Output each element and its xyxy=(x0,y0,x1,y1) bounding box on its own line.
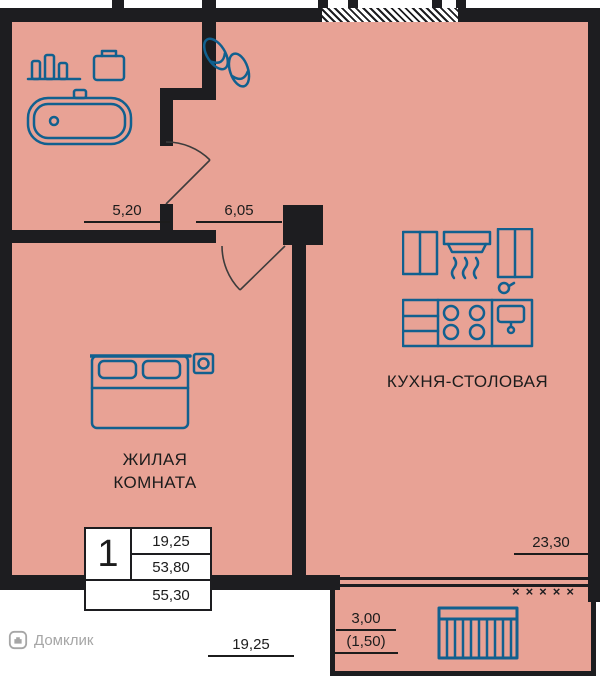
slippers-icon xyxy=(196,28,260,105)
living-room-label: ЖИЛАЯ КОМНАТА xyxy=(75,448,235,494)
bed-icon xyxy=(88,348,215,441)
hallway-area-label: 6,05 xyxy=(196,202,282,223)
wall-segment xyxy=(174,230,216,243)
area-without-balcony-value: 53,80 xyxy=(132,555,210,581)
balcony-window-line xyxy=(340,584,588,587)
wall-segment xyxy=(0,8,12,588)
wall-segment xyxy=(160,96,173,146)
balcony-wall xyxy=(591,600,596,676)
wall-stub xyxy=(202,0,216,8)
wall-stub xyxy=(112,0,124,8)
balcony-window-line xyxy=(340,577,588,580)
bathtub-icon xyxy=(22,46,137,156)
total-area-value: 55,30 xyxy=(152,586,190,604)
balcony-railing-icon xyxy=(437,604,519,667)
wall-stub xyxy=(348,0,358,8)
wall-segment xyxy=(0,230,174,243)
kitchen-counter-icon xyxy=(401,227,534,355)
wall-stub xyxy=(432,0,442,8)
living-area-value: 19,25 xyxy=(132,529,210,555)
domclick-logo-icon xyxy=(8,630,28,650)
kitchen-area-label: 23,30 xyxy=(514,534,588,555)
living-room-label-line1: ЖИЛАЯ xyxy=(122,450,188,469)
balcony-wall xyxy=(330,671,596,676)
bathroom-area-label: 5,20 xyxy=(84,202,170,223)
rooms-count: 1 xyxy=(86,529,132,581)
wall-segment xyxy=(160,204,173,243)
balcony-wall xyxy=(330,590,335,676)
kitchen-room-label: КУХНЯ-СТОЛОВАЯ xyxy=(386,372,549,391)
wall-stub xyxy=(318,0,328,8)
watermark-brand: Домклик xyxy=(34,631,94,649)
balcony-area-label: 3,00 xyxy=(336,610,396,631)
wall-cross-hatch: ××××× xyxy=(512,584,580,599)
wall-segment xyxy=(588,8,600,602)
watermark: Домклик xyxy=(8,630,93,650)
wall-segment xyxy=(292,245,306,588)
wall-stub xyxy=(456,0,466,8)
column-pillar xyxy=(283,205,323,245)
window-hatch xyxy=(322,8,458,22)
living-area-label: 19,25 xyxy=(208,636,294,657)
apartment-info-box: 1 19,25 53,80 55,30 xyxy=(84,527,212,611)
living-room-label-line2: КОМНАТА xyxy=(113,473,197,492)
balcony-area-reduced-label: (1,50) xyxy=(334,633,398,654)
